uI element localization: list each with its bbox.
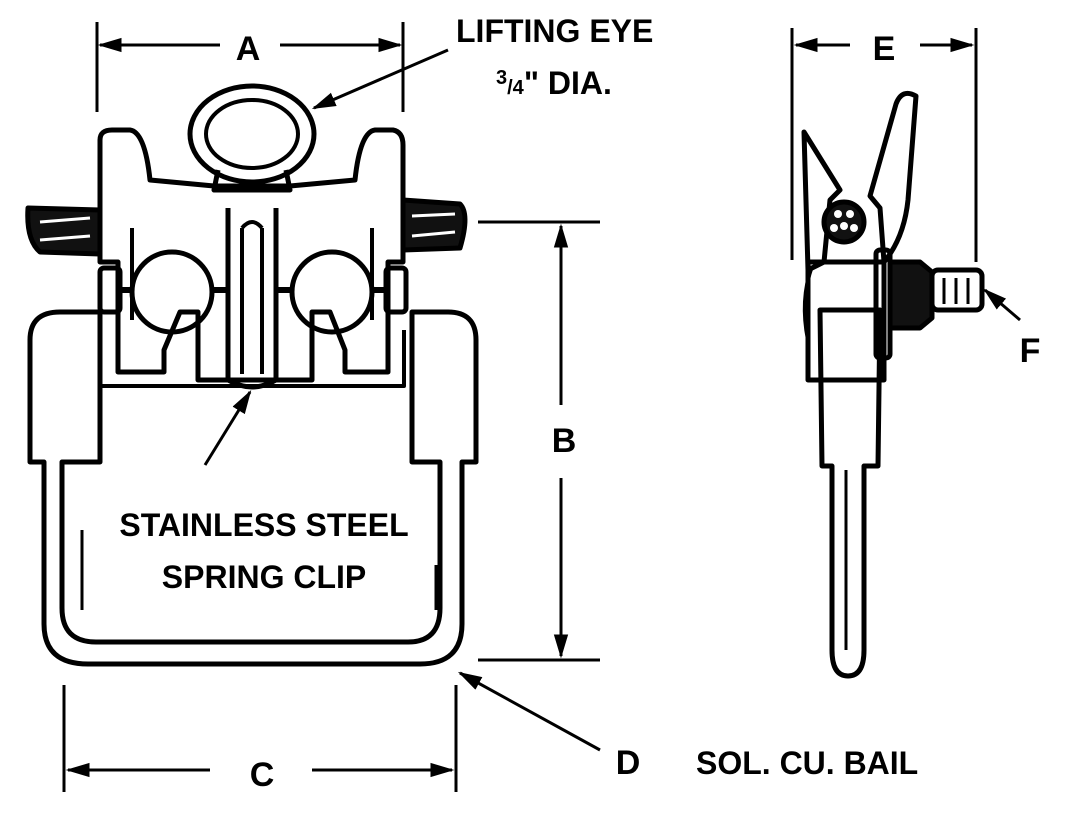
label-a: A: [236, 30, 261, 68]
left-spring: [25, 205, 103, 257]
label-e: E: [873, 30, 896, 68]
leader-f: [983, 288, 1021, 322]
label-lifting-eye-sub: /4: [507, 77, 525, 99]
side-jaws: [801, 90, 919, 273]
front-view: [25, 22, 601, 792]
label-b: B: [552, 422, 577, 460]
label-bail: SOL. CU. BAIL: [696, 745, 918, 781]
label-lifting-eye-rest: " DIA.: [524, 65, 612, 101]
label-spring-clip-1: STAINLESS STEEL: [119, 507, 408, 543]
dimension-e: [790, 28, 978, 262]
right-spring: [400, 197, 468, 253]
dimension-b: [478, 220, 600, 662]
lifting-eye: [187, 83, 317, 193]
spring-clip: [225, 208, 279, 390]
rollers: [97, 249, 409, 335]
label-lifting-eye: LIFTING EYE: [456, 13, 653, 49]
side-bail-leg: [817, 307, 883, 679]
side-view: [790, 28, 1021, 679]
label-c: C: [250, 756, 275, 794]
label-f: F: [1020, 332, 1041, 370]
label-lifting-eye-size: 3/4" DIA.: [496, 65, 612, 101]
label-lifting-eye-sup: 3: [496, 67, 507, 89]
label-d: D: [616, 744, 641, 782]
dimension-c: [62, 685, 458, 792]
leader-lines: [203, 48, 601, 752]
copper-bail: [27, 309, 479, 667]
side-bolt: [887, 259, 985, 331]
dimension-a: [95, 22, 405, 112]
label-spring-clip-2: SPRING CLIP: [162, 559, 366, 595]
